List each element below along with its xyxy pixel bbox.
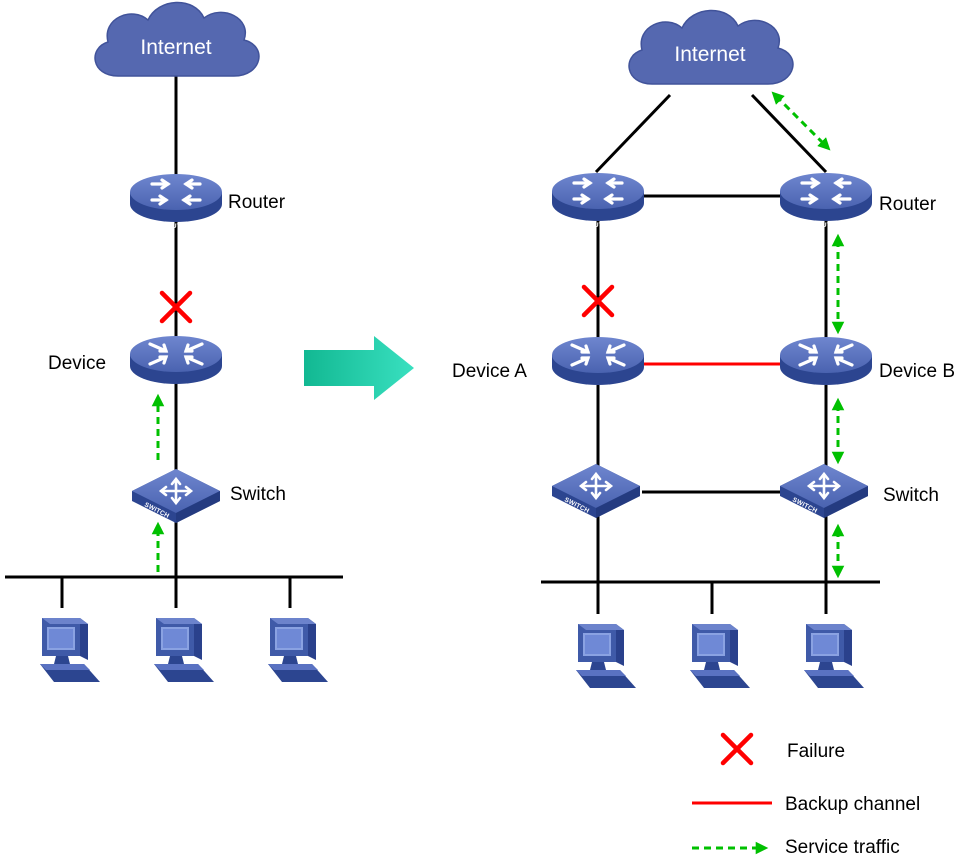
router-label: Router [228,192,286,213]
device-label: Device [48,353,106,374]
legend-failure-label: Failure [787,741,845,762]
legend-failure-icon [723,735,751,763]
legend-traffic-label: Service traffic [785,837,900,858]
right-topology: Internet ROUTER ROUTER Router Device A D… [452,9,955,688]
device-b-label: Device B [879,361,955,382]
router-a-icon [550,171,646,223]
switch-label: Switch [883,485,939,506]
switch-label: Switch [230,484,286,505]
switch-b-icon [778,462,870,520]
pc-icon [690,624,750,688]
legend-backup-label: Backup channel [785,794,920,815]
device-a-icon [550,335,646,387]
switch-a-icon [550,462,642,520]
pc-icon [40,618,100,682]
service-traffic-internet [771,91,831,151]
device-b-icon [778,335,874,387]
legend: Failure Backup channel Service traffic [692,735,920,858]
pc-icon [154,618,214,682]
router-b-badge: ROUTER [812,222,841,229]
pc-icon [804,624,864,688]
transition-arrow-icon [304,336,414,400]
internet-router-a-link [594,93,672,174]
switch-icon [130,467,222,525]
pc-icon [576,624,636,688]
router-badge: ROUTER [162,223,191,230]
layer3-device-icon [128,334,224,386]
router-a-badge: ROUTER [584,222,613,229]
internet-label: Internet [140,36,211,59]
router-label: Router [879,194,937,215]
router-icon [128,172,224,224]
device-a-label: Device A [452,361,527,382]
internet-label: Internet [674,43,745,66]
left-topology: Internet ROUTER Router Device SWITCH Swi… [5,1,343,682]
router-b-icon [778,171,874,223]
pc-icon [268,618,328,682]
